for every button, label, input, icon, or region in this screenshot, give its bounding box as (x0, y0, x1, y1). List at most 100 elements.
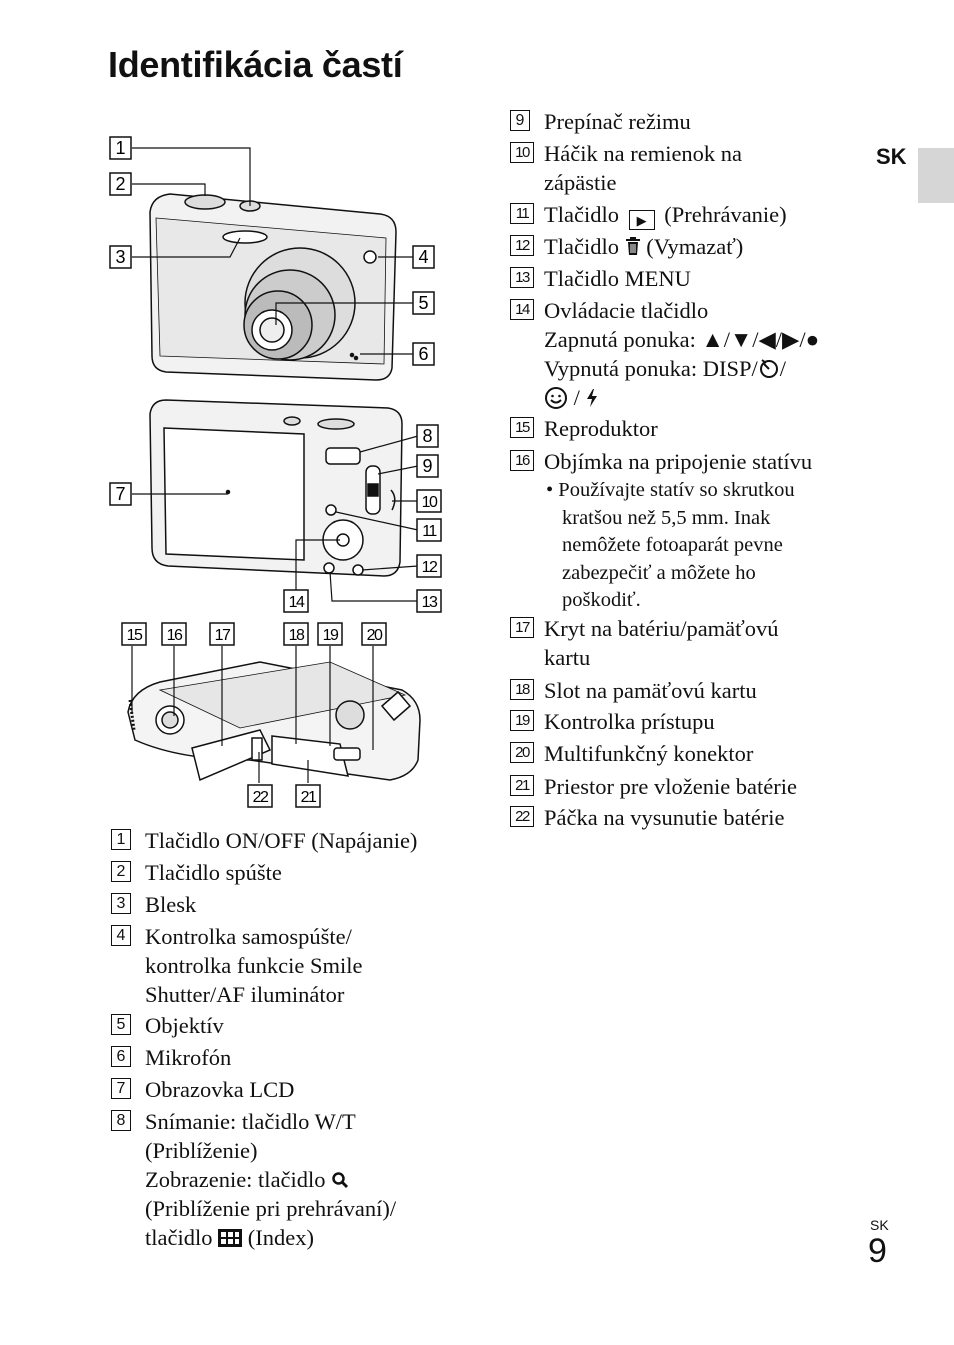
part-text-line: Zapnutá ponuka: ▲/▼/◀/▶/● (544, 327, 820, 352)
part-text-line: nemôžete fotoaparát pevne (562, 534, 783, 556)
self-timer-icon (758, 356, 780, 381)
callout-box-17 (209, 622, 235, 646)
part-number-box: 3 (111, 893, 131, 914)
callout-number-12: 12 (422, 559, 438, 576)
callout-box-11 (416, 518, 442, 542)
part-text-line: Háčik na remienok na (544, 141, 743, 166)
callout-box-4 (412, 245, 435, 269)
callout-number-19: 19 (323, 627, 339, 644)
callout-number-6: 6 (418, 344, 428, 364)
part-number-box: 13 (510, 267, 534, 288)
part-text-line: kratšou než 5,5 mm. Inak (562, 506, 771, 529)
part-text-line: Shutter/AF iluminátor (145, 982, 345, 1007)
part-number-box: 1 (111, 829, 131, 850)
callout-number-13: 13 (422, 594, 438, 611)
part-number-box: 11 (510, 203, 534, 224)
part-text-line: / (544, 383, 819, 412)
part-text-fragment: Zobrazenie: tlačidlo (145, 1167, 332, 1192)
part-description: Tlačidlo MENU (544, 264, 691, 293)
callout-box-8 (416, 424, 439, 448)
part-description: Obrazovka LCD (145, 1075, 294, 1104)
callout-box-6 (412, 342, 435, 366)
part-number-box: 9 (510, 110, 530, 131)
camera-back-view (149, 399, 403, 577)
part-description: Snímanie: tlačidlo W/T(Priblíženie)Zobra… (145, 1107, 396, 1252)
callout-number-2: 2 (115, 174, 125, 194)
part-description: Mikrofón (145, 1043, 231, 1072)
callout-box-5 (412, 291, 435, 315)
camera-bottom-view (127, 661, 421, 782)
part-text-line: kontrolka funkcie Smile (145, 953, 363, 978)
part-text-fragment: Tlačidlo (544, 234, 625, 259)
part-text-line: tlačidlo (Index) (145, 1223, 396, 1252)
part-text-fragment: / (779, 356, 787, 381)
part-text-fragment: Tlačidlo (544, 202, 625, 227)
part-text-line: Tlačidlo spúšte (145, 860, 282, 885)
part-text-line: Objímka na pripojenie statívu (544, 449, 813, 474)
part-text-line: Prepínač režimu (544, 109, 691, 134)
part-number-box: 18 (510, 679, 534, 700)
part-number-box: 2 (111, 861, 131, 882)
part-text-line: Zobrazenie: tlačidlo (145, 1165, 396, 1194)
part-text-line: Páčka na vysunutie batérie (544, 805, 785, 830)
callout-box-10 (416, 489, 442, 513)
part-description: Slot na pamäťovú kartu (544, 676, 757, 705)
part-description: Háčik na remienok na zápästie (544, 139, 742, 197)
part-text-line: Multifunkčný konektor (544, 741, 754, 766)
part-text-fragment: / (568, 385, 586, 410)
callout-number-8: 8 (422, 426, 432, 446)
part-text-line: Vypnutá ponuka: DISP// (544, 354, 819, 383)
part-number-box: 8 (111, 1110, 131, 1131)
callout-box-1 (109, 136, 132, 160)
part-description: Priestor pre vloženie batérie (544, 772, 797, 801)
part-description: Prepínač režimu (544, 107, 691, 136)
part-description: Tlačidlo (Vymazať) (544, 232, 743, 261)
magnifier-icon (331, 1167, 349, 1192)
part-text-line: • Používajte statív so skrutkou (546, 479, 795, 501)
part-number-box: 22 (510, 806, 534, 827)
callout-number-14: 14 (289, 594, 305, 611)
part-number-box: 4 (111, 925, 131, 946)
part-text-line: zápästie (544, 170, 617, 195)
part-number-box: 7 (111, 1078, 131, 1099)
callout-box-3 (109, 245, 132, 269)
trash-icon (625, 234, 641, 259)
callout-number-22: 22 (253, 789, 269, 806)
part-description: Objektív (145, 1011, 224, 1040)
part-text-fragment: (Index) (242, 1225, 314, 1250)
part-description: Kryt na batériu/pamäťovú kartu (544, 614, 779, 672)
part-text-line: Kontrolka samospúšte/ (145, 924, 352, 949)
part-description: Tlačidlo ON/OFF (Napájanie) (145, 826, 417, 855)
callout-number-18: 18 (289, 627, 305, 644)
part-number-box: 19 (510, 710, 534, 731)
part-text-line: Kryt na batériu/pamäťovú (544, 616, 779, 641)
part-text-line: Tlačidlo (Vymazať) (544, 232, 743, 261)
part-description: Objímka na pripojenie statívu (544, 447, 812, 476)
part-number-box: 15 (510, 417, 534, 438)
callout-box-9 (416, 454, 439, 478)
part-text-line: kartu (544, 645, 591, 670)
part-number-box: 16 (510, 450, 534, 471)
callout-box-16 (161, 622, 187, 646)
callout-number-10: 10 (422, 494, 438, 511)
part-description: Tlačidlo spúšte (145, 858, 282, 887)
part-text-line: Mikrofón (145, 1045, 232, 1070)
callout-box-7 (109, 482, 132, 506)
callout-number-1: 1 (115, 138, 125, 158)
callout-number-21: 21 (301, 789, 317, 806)
part-number-box: 21 (510, 775, 534, 796)
part-note: • Používajte statív so skrutkou kratšou n… (546, 477, 795, 615)
callout-box-21 (295, 784, 321, 808)
callout-box-14 (283, 589, 309, 613)
callout-box-20 (361, 622, 387, 646)
part-text-line: (Priblíženie) (145, 1138, 258, 1163)
part-text-line: Objektív (145, 1013, 224, 1038)
part-text-line: Tlačidlo MENU (544, 266, 691, 291)
callout-number-4: 4 (418, 247, 428, 267)
part-text-line: Ovládacie tlačidlo (544, 298, 709, 323)
callout-box-2 (109, 172, 132, 196)
page-title: Identifikácia častí (108, 44, 403, 85)
callout-number-20: 20 (367, 627, 383, 644)
part-text-line: Blesk (145, 892, 197, 917)
